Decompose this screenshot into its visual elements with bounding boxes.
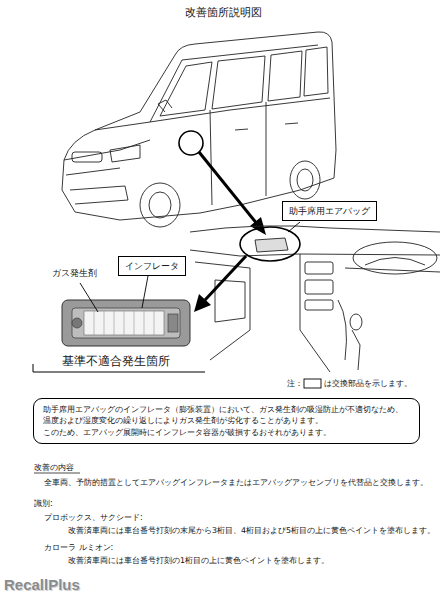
leader-line [80, 283, 98, 312]
inflator-drawing [62, 300, 190, 346]
model-label: カローラ ルミオン: [44, 542, 113, 552]
car-drawing [62, 32, 336, 227]
airbag-circle [240, 227, 300, 261]
underline [34, 473, 80, 474]
replacement-symbol [304, 379, 321, 388]
underline [33, 372, 205, 373]
section-heading: 改善の内容 [34, 462, 74, 473]
note-label: は交換部品を示します。 [324, 378, 412, 388]
watermark: RecallPlus [4, 576, 80, 595]
body-text: 改善済車両には車台番号打刻の末尾から3桁目、4桁目および5桁目の上に黄色ペイント… [68, 526, 440, 536]
model-label: プロボックス、サクシード: [44, 512, 143, 522]
body-text: 改善済車両には車台番号打刻の1桁目の上に黄色ペイントを塗布します。 [68, 556, 440, 566]
leader-line [288, 222, 300, 232]
title: 改善箇所説明図 [2, 6, 443, 20]
node-text: インフレータ [125, 260, 179, 272]
node-text: 助手席用エアバッグのインフレータ（膨張装置）において、ガス発生剤の吸湿防止が不適… [43, 404, 410, 426]
explanation-box: 助手席用エアバッグのインフレータ（膨張装置）において、ガス発生剤の吸湿防止が不適… [33, 398, 420, 444]
callout-box: 助手席用エアバッグ [282, 201, 377, 221]
dashboard-drawing [190, 226, 440, 372]
section-heading: 識別: [34, 498, 53, 509]
leader-line [142, 276, 148, 308]
underline [33, 364, 34, 372]
note-label: 注： [287, 378, 303, 388]
node-text: 助手席用エアバッグ [289, 205, 370, 217]
callout-box: インフレータ [118, 256, 186, 276]
pointer-arrow [199, 152, 266, 235]
location-label: 基準不適合発生箇所 [62, 354, 170, 369]
node-text: このため、エアバッグ展開時にインフレータ容器が破損するおそれがあります。 [43, 427, 410, 438]
body-text: 全車両、予防的措置としてエアバッグインフレータまたはエアバッグアッセンブリを代替… [44, 477, 439, 487]
part-label: ガス発生剤 [52, 268, 97, 279]
pointer-arrow [194, 256, 246, 312]
location-circle [179, 131, 203, 155]
